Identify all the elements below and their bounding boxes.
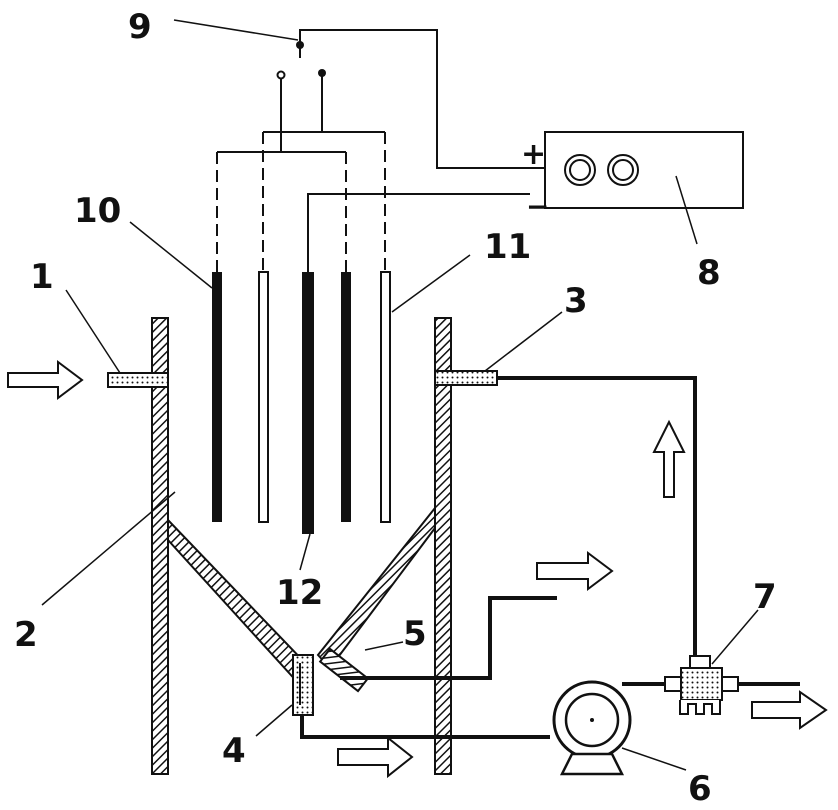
upflow-arrow-icon bbox=[652, 419, 686, 498]
sensor-probe bbox=[318, 647, 370, 693]
leader-9 bbox=[173, 19, 299, 41]
leader-4 bbox=[255, 704, 293, 737]
label-9: 9 bbox=[128, 7, 152, 47]
electrode-dark bbox=[212, 272, 222, 522]
label-6: 6 bbox=[688, 769, 712, 809]
piping bbox=[300, 376, 800, 739]
outlet-pipe bbox=[434, 370, 498, 386]
leader-10 bbox=[129, 221, 213, 289]
label-3: 3 bbox=[564, 281, 588, 321]
leader-6 bbox=[621, 747, 687, 771]
right-wall bbox=[434, 317, 452, 775]
leader-lines bbox=[41, 221, 563, 737]
switch-pivot bbox=[296, 41, 304, 49]
label-1: 1 bbox=[30, 257, 54, 297]
electrode-light bbox=[380, 271, 391, 523]
flow-meter-body bbox=[680, 667, 723, 701]
electrode-center-dark bbox=[302, 272, 314, 534]
label-5: 5 bbox=[403, 614, 427, 654]
outflow-arrow-icon bbox=[751, 690, 828, 730]
leader-8 bbox=[675, 175, 698, 245]
gas-arrow-icon bbox=[536, 551, 614, 591]
power-supply: + − bbox=[521, 131, 744, 223]
leader-2 bbox=[41, 491, 176, 606]
wiring bbox=[216, 29, 545, 272]
label-8: 8 bbox=[697, 253, 721, 293]
positive-terminal-sign: + bbox=[521, 137, 546, 172]
leader-5 bbox=[364, 641, 404, 651]
pump-base bbox=[559, 752, 625, 776]
bottom-valve bbox=[292, 654, 314, 716]
leader-1 bbox=[65, 289, 121, 374]
label-11: 11 bbox=[484, 227, 531, 267]
flow-meter bbox=[664, 655, 739, 715]
leader-3 bbox=[484, 311, 563, 372]
reactor-vessel bbox=[151, 317, 452, 775]
label-4: 4 bbox=[222, 731, 246, 771]
label-2: 2 bbox=[14, 615, 38, 655]
label-7: 7 bbox=[753, 577, 777, 617]
left-wall bbox=[151, 317, 169, 775]
inlet-pipe bbox=[107, 372, 169, 388]
leader-11 bbox=[391, 254, 471, 313]
electrode-light bbox=[258, 271, 269, 523]
negative-terminal-sign: − bbox=[526, 190, 549, 223]
label-12: 12 bbox=[276, 573, 323, 613]
flow-arrows bbox=[7, 360, 828, 779]
electrode-array bbox=[212, 271, 391, 534]
electrode-dark bbox=[341, 272, 351, 522]
pump bbox=[552, 680, 632, 776]
switch[interactable] bbox=[276, 41, 327, 80]
discharge-arrow-icon bbox=[337, 735, 414, 779]
leader-12 bbox=[299, 533, 311, 571]
reference-labels: 9 10 11 8 1 3 2 12 5 7 4 6 bbox=[14, 7, 777, 809]
leader-7 bbox=[711, 609, 759, 665]
inflow-arrow-icon bbox=[7, 360, 84, 400]
switch-contact-left bbox=[276, 70, 286, 80]
label-10: 10 bbox=[74, 191, 121, 231]
switch-contact-right bbox=[318, 69, 326, 77]
